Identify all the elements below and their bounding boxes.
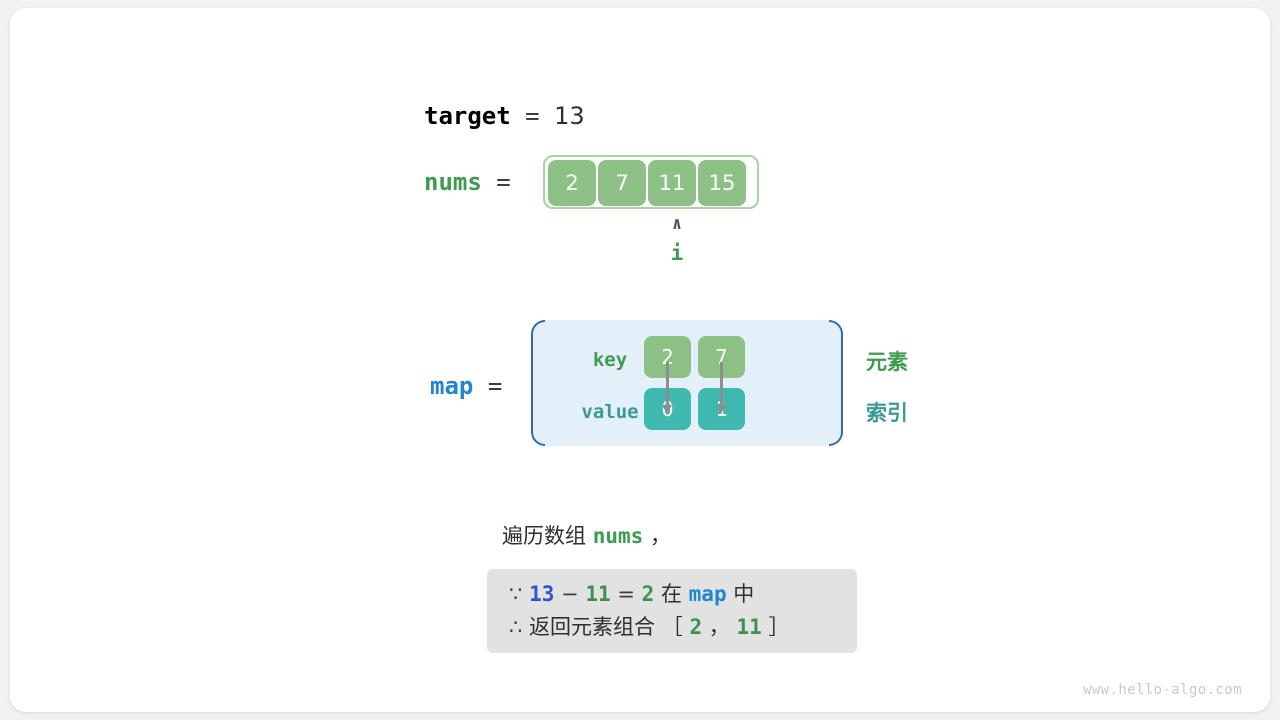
array-cell: 7 — [598, 160, 646, 206]
explanation-line-therefore: ∴ 返回元素组合 ［ 2 ， 11 ］ — [509, 614, 789, 640]
info-result-value: 2 — [641, 582, 655, 606]
array-cell: 11 — [648, 160, 696, 206]
diagram-card: target = 13 nums = 2 7 11 15 ∧ i map = k… — [10, 8, 1270, 712]
target-value: 13 — [554, 102, 585, 130]
info-equals-sign: = — [617, 582, 635, 606]
info-comma: ， — [708, 615, 730, 639]
map-equals-sign: = — [487, 372, 503, 400]
map-variable-name: map — [430, 372, 474, 400]
map-container: key value 2 7 0 1 — [531, 320, 843, 446]
because-symbol-icon: ∵ — [509, 582, 523, 606]
info-return-value-2: 11 — [736, 615, 762, 639]
target-declaration: target = 13 — [424, 101, 585, 131]
info-return-text: 返回元素组合 — [529, 615, 656, 639]
map-value-row-label: value — [581, 401, 639, 423]
map-key-row-label: key — [592, 349, 628, 371]
info-target-value: 13 — [529, 582, 555, 606]
target-variable-name: target — [424, 102, 511, 130]
therefore-symbol-icon: ∴ — [509, 615, 523, 639]
key-to-value-arrow-icon — [716, 362, 726, 414]
index-pointer-caret-icon: ∧ — [671, 214, 683, 234]
nums-variable-name: nums — [424, 168, 482, 196]
array-cell: 2 — [548, 160, 596, 206]
legend-index-label: 索引 — [866, 401, 908, 425]
nums-equals-sign: = — [496, 168, 511, 196]
explanation-line-because: ∵ 13 − 11 = 2 在 map 中 — [509, 581, 754, 607]
info-tail-text: 中 — [733, 582, 755, 606]
key-to-value-arrow-icon — [662, 362, 672, 414]
caption-prefix: 遍历数组 — [502, 524, 586, 548]
map-bracket-left-icon — [531, 320, 545, 446]
info-minus-sign: − — [561, 582, 579, 606]
map-declaration: map = — [430, 371, 502, 401]
info-return-value-1: 2 — [689, 615, 703, 639]
caption-text: 遍历数组 nums ， — [502, 522, 671, 550]
info-current-value: 11 — [585, 582, 611, 606]
info-in-text: 在 — [660, 582, 682, 606]
map-value-cells: 0 1 — [644, 388, 745, 430]
watermark: www.hello-algo.com — [1083, 682, 1242, 698]
legend-element-label: 元素 — [866, 350, 908, 374]
caption-suffix: ， — [649, 524, 671, 548]
array-cell: 15 — [698, 160, 746, 206]
nums-declaration: nums = — [424, 167, 511, 197]
explanation-box: ∵ 13 − 11 = 2 在 map 中 ∴ 返回元素组合 ［ 2 ， 11 … — [487, 569, 857, 653]
map-bracket-right-icon — [829, 320, 843, 446]
target-equals-sign: = — [525, 102, 540, 130]
info-bracket-open: ［ — [661, 615, 683, 639]
info-bracket-close: ］ — [768, 615, 790, 639]
nums-array: 2 7 11 15 — [543, 155, 759, 209]
info-map-name: map — [688, 582, 727, 606]
map-key-cells: 2 7 — [644, 336, 745, 378]
caption-keyword: nums — [592, 524, 644, 548]
index-pointer-label: i — [670, 241, 684, 265]
